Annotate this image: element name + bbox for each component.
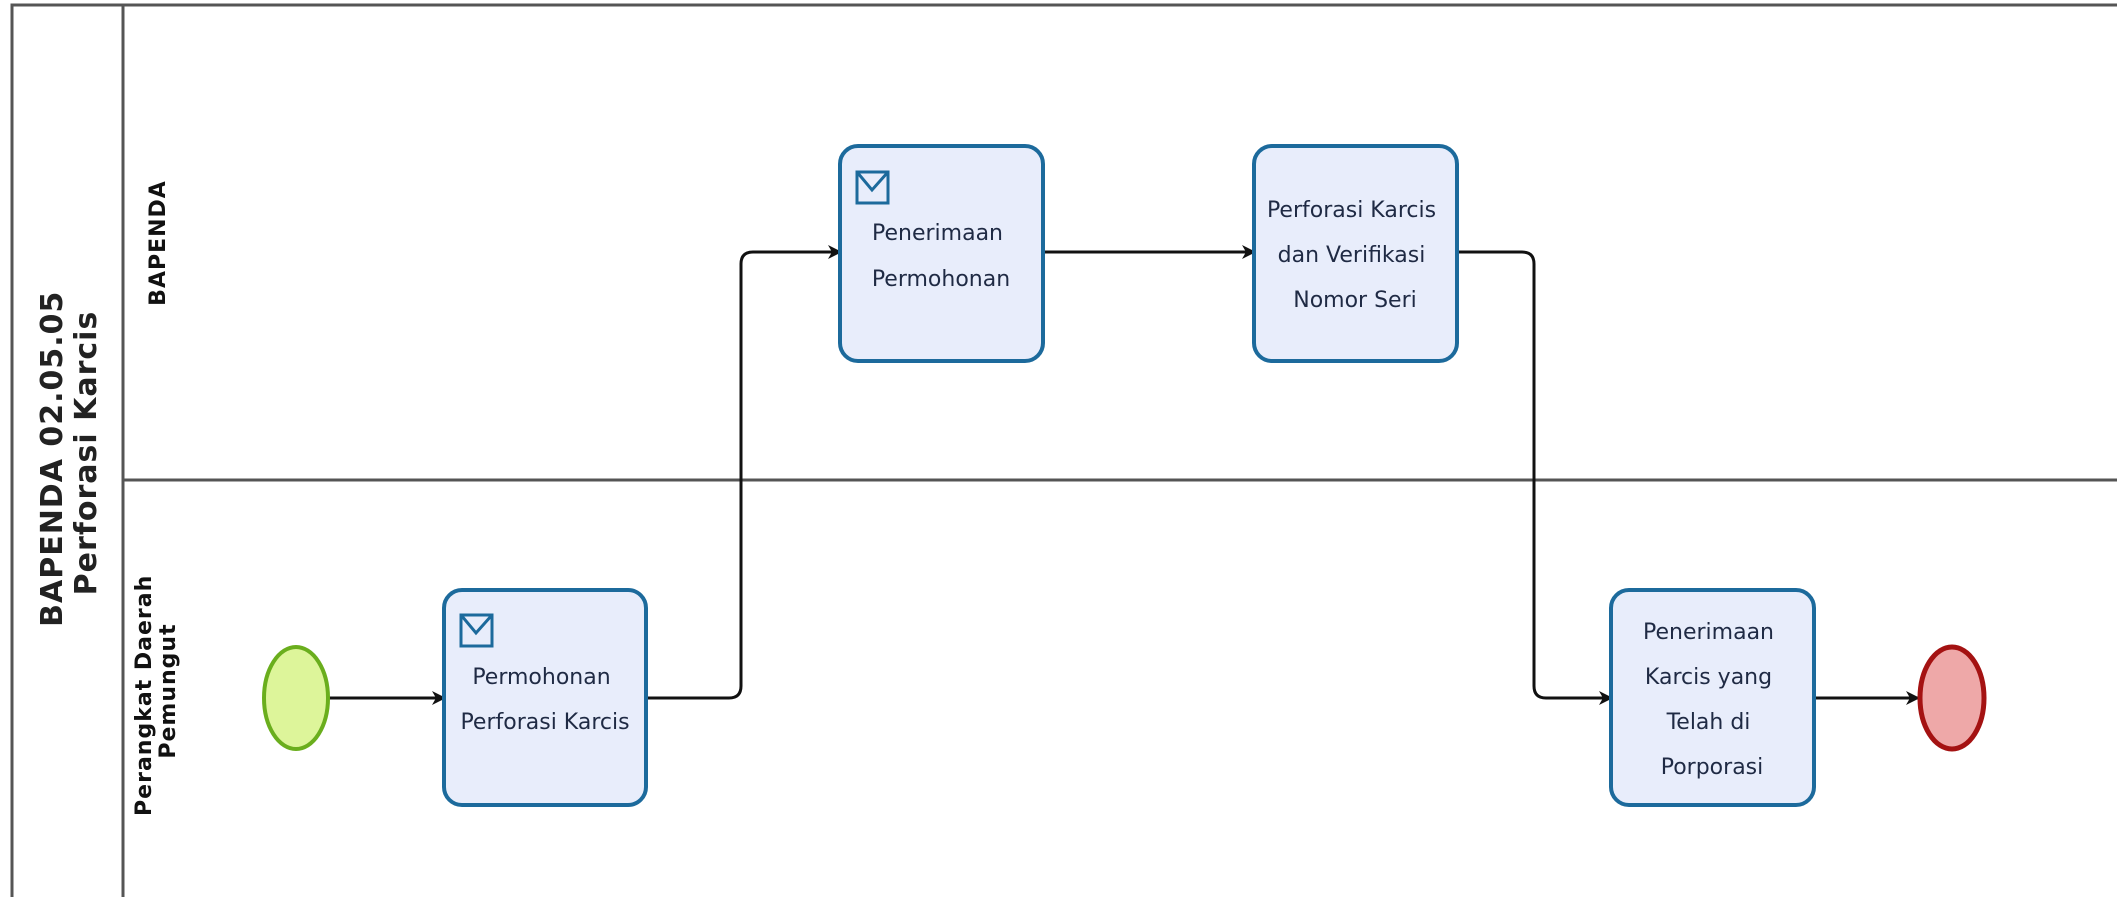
task-label-line1: Perforasi Karcis — [1267, 198, 1436, 223]
task-label-line2: Permohonan — [872, 267, 1010, 292]
task-label-line3: Nomor Seri — [1293, 288, 1417, 313]
task-box[interactable] — [442, 588, 648, 807]
pool-title: BAPENDA 02.05.05 Perforasi Karcis — [35, 279, 104, 627]
lane-title-line1: Perangkat Daerah — [132, 575, 157, 816]
task-label-line2: Perforasi Karcis — [460, 710, 629, 735]
lane-bapenda: BAPENDA — [146, 180, 171, 306]
task-label: Penerimaan Karcis yang Telah di Porporas… — [1643, 620, 1781, 780]
pool-title-line1: BAPENDA 02.05.05 — [35, 291, 70, 627]
task-label-line4: Porporasi — [1661, 755, 1764, 780]
end-event[interactable] — [1917, 644, 1987, 752]
task-label-line1: Permohonan — [472, 665, 610, 690]
task-label-line2: Karcis yang — [1645, 665, 1772, 690]
lane-title-bapenda: BAPENDA — [146, 180, 171, 306]
task-box[interactable] — [1609, 588, 1816, 807]
sequence-flows — [329, 245, 1920, 705]
start-event[interactable] — [262, 645, 330, 751]
envelope-icon — [855, 170, 890, 205]
task-label: Penerimaan Permohonan — [872, 221, 1010, 292]
task-penerimaan-permohonan[interactable]: Penerimaan Permohonan — [838, 144, 1045, 363]
task-label-line1: Penerimaan — [872, 221, 1003, 246]
task-label: Permohonan Perforasi Karcis — [460, 665, 629, 735]
task-label-line1: Penerimaan — [1643, 620, 1774, 645]
task-label: Perforasi Karcis dan Verifikasi Nomor Se… — [1267, 198, 1443, 313]
lane-title-line2: Pemungut — [156, 623, 181, 758]
pool: BAPENDA 02.05.05 Perforasi Karcis — [10, 3, 2117, 897]
task-box[interactable] — [838, 144, 1045, 363]
task-label-line3: Telah di — [1666, 710, 1751, 735]
task-box[interactable] — [1252, 144, 1459, 363]
pool-title-line2: Perforasi Karcis — [69, 311, 104, 596]
lane-perangkat-daerah: Perangkat Daerah Pemungut — [132, 566, 181, 816]
task-perforasi-karcis-verifikasi[interactable]: Perforasi Karcis dan Verifikasi Nomor Se… — [1252, 144, 1459, 363]
envelope-icon — [459, 613, 494, 648]
task-label-line2: dan Verifikasi — [1278, 243, 1426, 268]
flow-perforasi-to-penerimaan-karcis[interactable] — [1457, 250, 1613, 705]
flow-permohonan-to-penerimaan[interactable] — [646, 245, 842, 700]
pool-border — [10, 3, 2117, 897]
task-permohonan-perforasi-karcis[interactable]: Permohonan Perforasi Karcis — [442, 588, 648, 807]
lane-title-perangkat-daerah: Perangkat Daerah Pemungut — [132, 566, 181, 816]
task-penerimaan-karcis[interactable]: Penerimaan Karcis yang Telah di Porporas… — [1609, 588, 1816, 807]
